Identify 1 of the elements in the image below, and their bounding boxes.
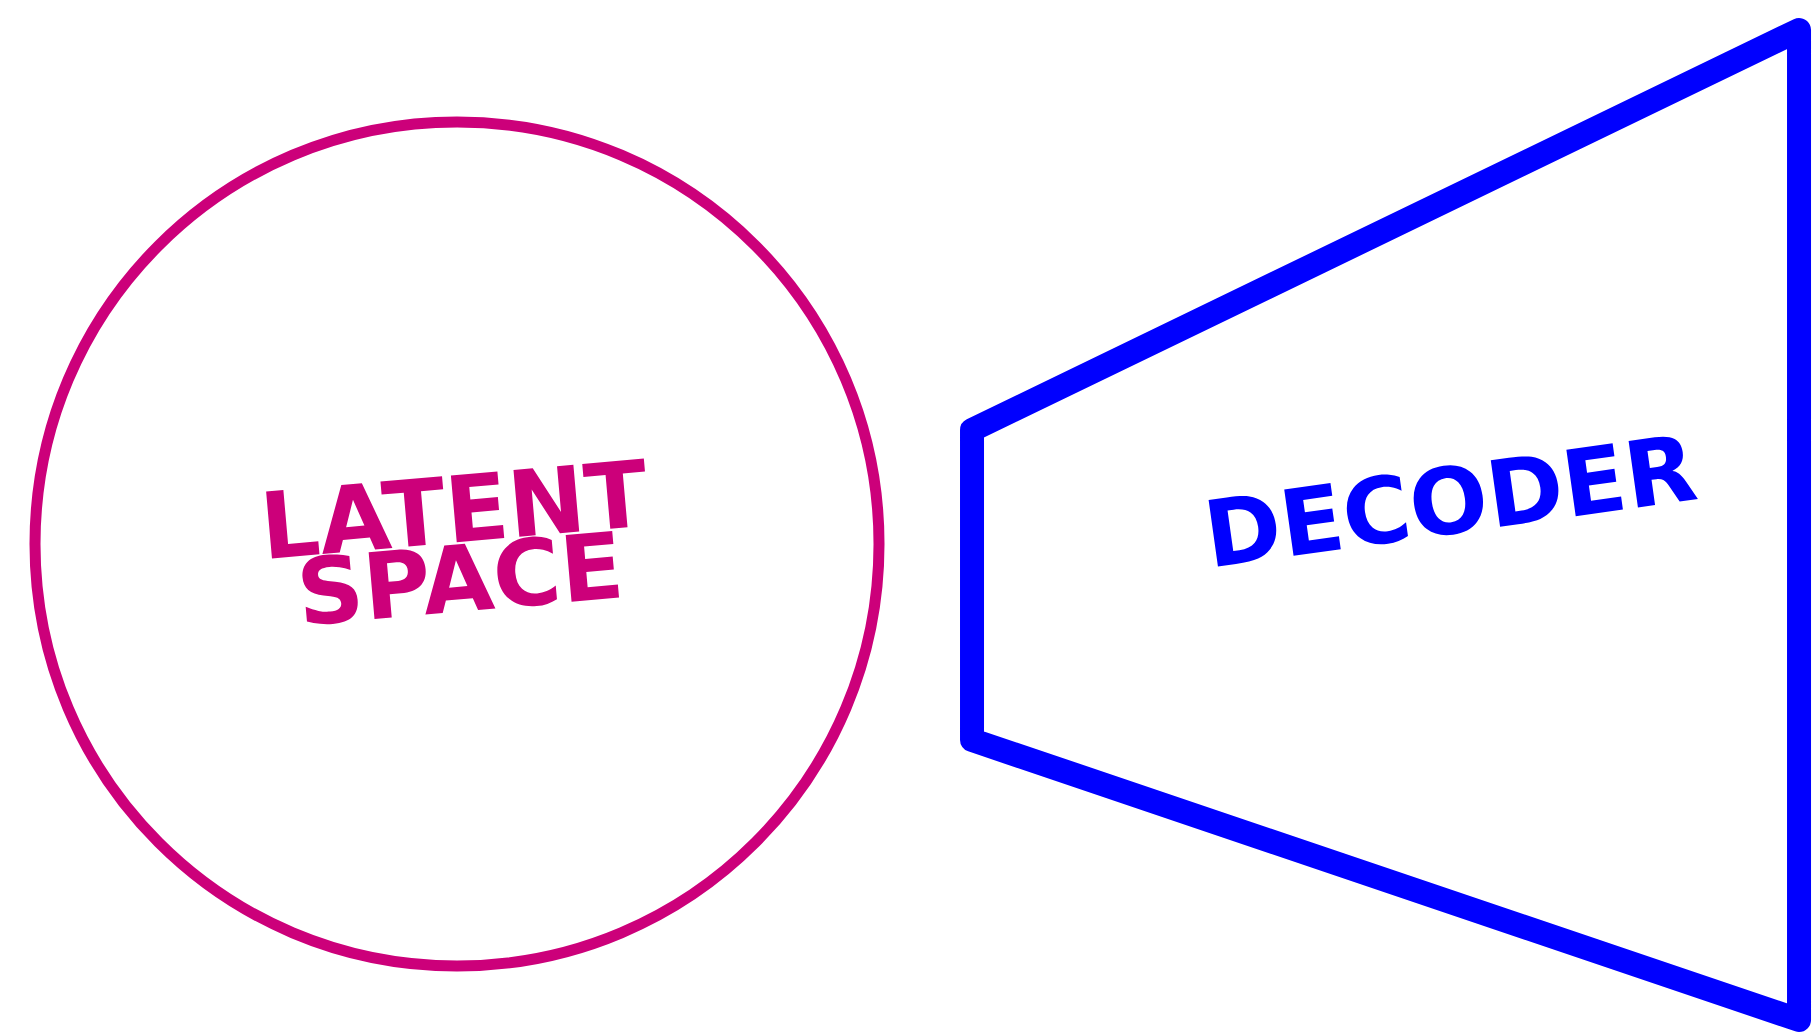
decoder-trapezoid: DECODER: [960, 18, 1811, 1032]
